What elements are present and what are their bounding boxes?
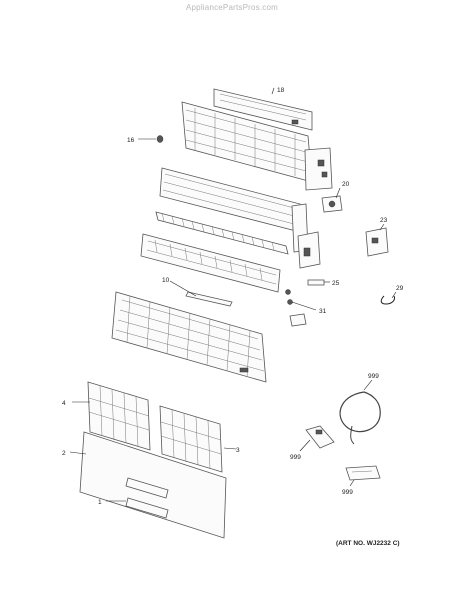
callout-1: 1 xyxy=(98,499,102,506)
part-31-sensor[interactable] xyxy=(285,289,293,305)
callout-29: 29 xyxy=(396,285,404,292)
side-bracket xyxy=(291,203,321,269)
part-4-air-filter-left[interactable] xyxy=(87,381,151,451)
part-999-wire-harness[interactable] xyxy=(339,391,381,445)
part-25-connector[interactable] xyxy=(307,279,325,286)
part-16-screw[interactable] xyxy=(156,135,164,143)
leader-lines xyxy=(69,87,397,502)
art-number: (ART NO. WJ2232 C) xyxy=(336,540,400,547)
part-3-air-filter-right[interactable] xyxy=(159,405,223,473)
part-10-display-guide[interactable] xyxy=(185,291,233,307)
part-1-display-window[interactable] xyxy=(125,497,169,519)
part-999-remote-control[interactable] xyxy=(305,425,335,449)
callout-23: 23 xyxy=(380,217,388,224)
callout-999-holder: 999 xyxy=(342,489,353,496)
front-grille xyxy=(111,291,267,383)
callout-16: 16 xyxy=(127,137,135,144)
callout-2: 2 xyxy=(62,450,66,457)
callout-3: 3 xyxy=(236,447,240,454)
callout-31: 31 xyxy=(319,308,327,315)
callout-18: 18 xyxy=(277,87,285,94)
callout-4: 4 xyxy=(62,400,66,407)
part-2-front-panel[interactable] xyxy=(79,431,227,539)
part-18-top-panel[interactable] xyxy=(213,88,313,131)
callout-20: 20 xyxy=(342,181,350,188)
part-23-control-board[interactable] xyxy=(365,227,389,257)
terminal-block xyxy=(289,313,307,327)
watermark-text: AppliancePartsPros.com xyxy=(186,3,278,12)
part-29-wire-sensor[interactable] xyxy=(380,295,395,305)
chassis-frame xyxy=(181,101,333,191)
callout-999-remote: 999 xyxy=(290,454,301,461)
part-20-stepping-motor[interactable] xyxy=(321,195,343,213)
callout-999-harness: 999 xyxy=(368,373,379,380)
callout-25: 25 xyxy=(332,280,340,287)
drain-pan-assembly xyxy=(140,233,281,293)
part-999-remote-holder[interactable] xyxy=(345,465,381,481)
blower-fan xyxy=(155,211,289,255)
callout-10: 10 xyxy=(162,277,170,284)
